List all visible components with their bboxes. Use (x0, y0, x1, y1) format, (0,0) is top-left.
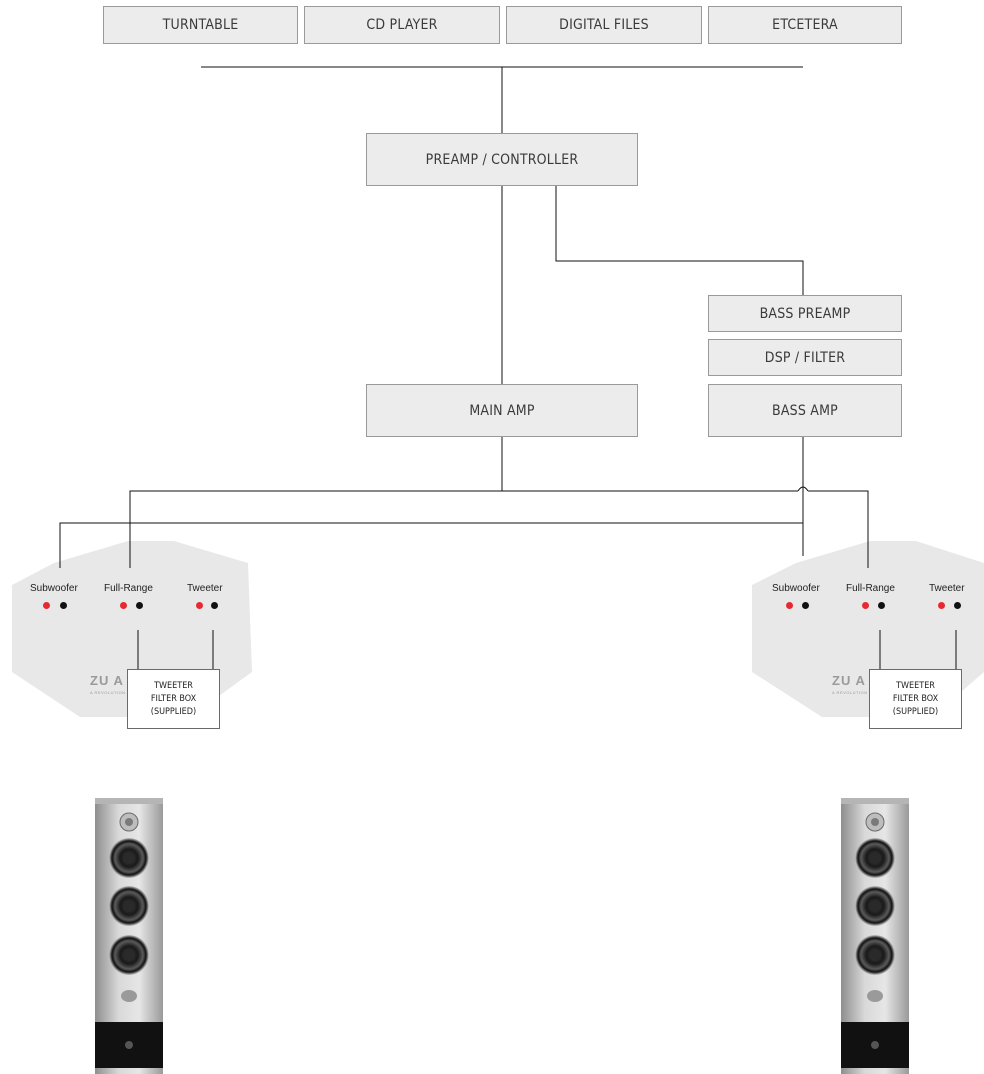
right-full-range-label: Full-Range (846, 583, 895, 594)
bass-preamp: BASS PREAMP (708, 295, 902, 332)
right-subwoofer-label: Subwoofer (772, 583, 820, 594)
right-subwoofer-positive-terminal (786, 602, 793, 609)
left-tweeter-filter-box: TWEETER FILTER BOX (SUPPLIED) (127, 669, 220, 729)
left-filter-box-line-1: TWEETER (154, 680, 193, 691)
right-tweeter-filter-box: TWEETER FILTER BOX (SUPPLIED) (869, 669, 962, 729)
right-zu-logo-tagline: A REVOLUTION (832, 690, 868, 695)
right-tweeter-label: Tweeter (929, 583, 965, 594)
right-filter-box-line-2: FILTER BOX (892, 693, 939, 704)
left-zu-logo: ZU A (90, 673, 124, 688)
left-full-range-positive-terminal (120, 602, 127, 609)
left-tweeter-label: Tweeter (187, 583, 223, 594)
left-full-range-negative-terminal (136, 602, 143, 609)
left-full-range-label: Full-Range (104, 583, 153, 594)
right-full-range-positive-terminal (862, 602, 869, 609)
source-cd-player: CD PLAYER (304, 6, 500, 44)
left-subwoofer-negative-terminal (60, 602, 67, 609)
left-filter-box-line-3: (SUPPLIED) (150, 706, 197, 717)
right-full-range-negative-terminal (878, 602, 885, 609)
dsp-filter: DSP / FILTER (708, 339, 902, 376)
left-speaker (95, 798, 163, 1074)
source-digital-files: DIGITAL FILES (506, 6, 702, 44)
left-filter-box-line-2: FILTER BOX (150, 693, 197, 704)
main-amp: MAIN AMP (366, 384, 638, 437)
left-subwoofer-label: Subwoofer (30, 583, 78, 594)
right-filter-box-line-3: (SUPPLIED) (892, 706, 939, 717)
left-zu-logo-tagline: A REVOLUTION (90, 690, 126, 695)
preamp-controller: PREAMP / CONTROLLER (366, 133, 638, 186)
left-tweeter-positive-terminal (196, 602, 203, 609)
bass-amp: BASS AMP (708, 384, 902, 437)
source-turntable: TURNTABLE (103, 6, 298, 44)
source-etcetera: ETCETERA (708, 6, 902, 44)
right-zu-logo: ZU A (832, 673, 866, 688)
right-tweeter-positive-terminal (938, 602, 945, 609)
right-tweeter-negative-terminal (954, 602, 961, 609)
left-tweeter-negative-terminal (211, 602, 218, 609)
right-subwoofer-negative-terminal (802, 602, 809, 609)
right-speaker (841, 798, 909, 1074)
right-filter-box-line-1: TWEETER (896, 680, 935, 691)
left-subwoofer-positive-terminal (43, 602, 50, 609)
